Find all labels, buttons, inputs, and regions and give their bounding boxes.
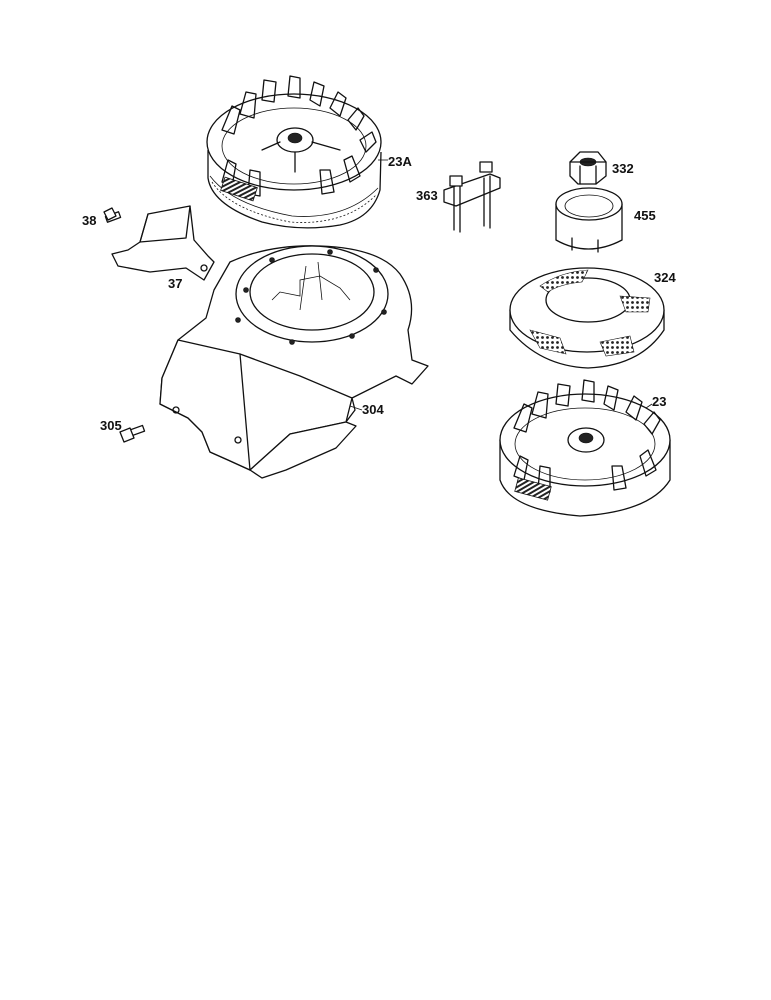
label-304: 304 xyxy=(362,402,384,417)
flywheel-with-ring-gear xyxy=(206,75,382,229)
starter-cup-455 xyxy=(555,187,623,253)
label-37: 37 xyxy=(168,276,182,291)
rotating-screen-324 xyxy=(509,267,665,369)
label-363: 363 xyxy=(416,188,438,203)
air-guide-37 xyxy=(111,205,215,281)
label-23: 23 xyxy=(652,394,666,409)
label-455: 455 xyxy=(634,208,656,223)
label-324: 324 xyxy=(654,270,676,285)
label-23A: 23A xyxy=(388,154,412,169)
flywheel-23 xyxy=(499,379,671,517)
label-332: 332 xyxy=(612,161,634,176)
blower-housing-304 xyxy=(159,245,429,479)
nut-332 xyxy=(569,151,607,185)
screw-305 xyxy=(119,424,146,443)
screw-38 xyxy=(103,207,122,223)
bracket-363 xyxy=(443,161,501,233)
label-305: 305 xyxy=(100,418,122,433)
label-38: 38 xyxy=(82,213,96,228)
